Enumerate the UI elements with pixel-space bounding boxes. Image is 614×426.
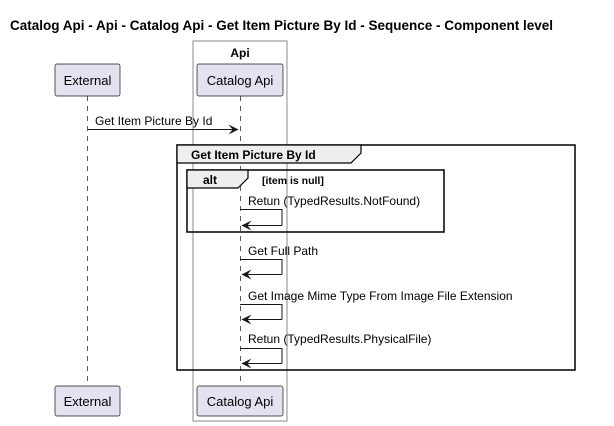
api-container: Api bbox=[192, 40, 288, 422]
alt-frame-label: alt bbox=[203, 173, 217, 187]
group-frame-label: Get Item Picture By Id bbox=[191, 148, 316, 162]
participant-external-top[interactable]: External bbox=[54, 63, 121, 97]
participant-label: Catalog Api bbox=[207, 73, 274, 88]
message-get-image-mime-type: Get Image Mime Type From Image File Exte… bbox=[240, 289, 513, 325]
message-label: Get Item Picture By Id bbox=[95, 114, 212, 128]
participant-label: Catalog Api bbox=[207, 394, 274, 409]
alt-guard-label: [item is null] bbox=[262, 175, 324, 187]
message-get-full-path: Get Full Path bbox=[240, 244, 318, 280]
participant-catalog-api-top[interactable]: Catalog Api bbox=[196, 63, 284, 97]
message-retun-physical-file: Retun (TypedResults.PhysicalFile) bbox=[240, 332, 431, 369]
diagram-title: Catalog Api - Api - Catalog Api - Get It… bbox=[10, 18, 553, 33]
message-label: Retun (TypedResults.PhysicalFile) bbox=[248, 332, 431, 346]
alt-frame: alt [item is null] bbox=[186, 169, 445, 233]
message-label: Get Image Mime Type From Image File Exte… bbox=[248, 289, 513, 303]
message-retun-not-found: Retun (TypedResults.NotFound) bbox=[240, 194, 420, 231]
message-label: Retun (TypedResults.NotFound) bbox=[248, 194, 420, 208]
participant-label: External bbox=[64, 394, 112, 409]
message-label: Get Full Path bbox=[248, 244, 318, 258]
group-frame: Get Item Picture By Id bbox=[176, 144, 576, 371]
participant-external-bottom[interactable]: External bbox=[54, 385, 121, 417]
participant-catalog-api-bottom[interactable]: Catalog Api bbox=[196, 385, 284, 417]
participant-label: External bbox=[64, 73, 112, 88]
message-get-item-picture-by-id: Get Item Picture By Id bbox=[88, 114, 239, 135]
api-container-label: Api bbox=[230, 46, 249, 60]
